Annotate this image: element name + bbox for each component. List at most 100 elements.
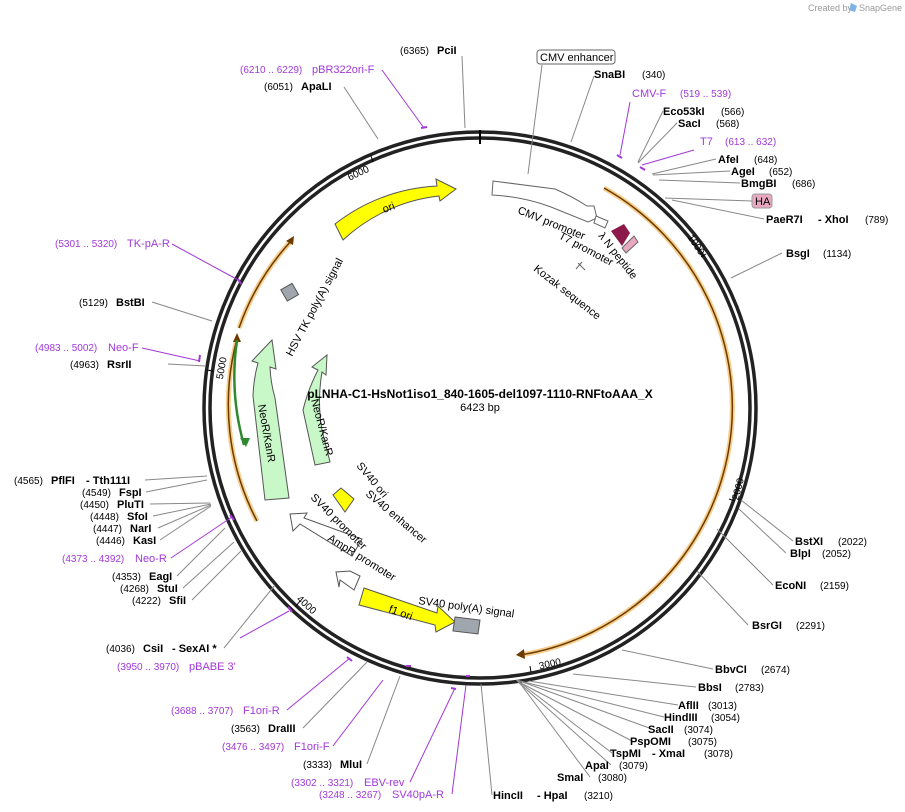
site-bsrgi: BsrGI	[752, 620, 782, 632]
site-apali: ApaLI	[301, 81, 332, 93]
primer-marks	[198, 126, 646, 690]
primer-pbr322: pBR322ori-F	[312, 64, 375, 76]
primer-cmvf: CMV-F	[632, 88, 667, 100]
site-sexai: - SexAI *	[172, 643, 217, 655]
pos-rsrii: (4963)	[70, 360, 99, 371]
range-neor: (4373 .. 4392)	[62, 554, 124, 565]
label-ori: ori	[381, 200, 397, 215]
pos-pcii: (6365)	[400, 46, 429, 57]
range-neof: (4983 .. 5002)	[35, 343, 97, 354]
feature-sv40-polya	[452, 616, 481, 635]
feature-lambda-n	[611, 224, 630, 246]
range-sv40pa: (3248 .. 3267)	[319, 790, 381, 801]
pos-mlui: (3333)	[303, 760, 332, 771]
pos-hindiii: (3054)	[711, 713, 740, 724]
primer-t7: T7	[700, 136, 713, 148]
site-sfii: SfiI	[169, 595, 186, 607]
plasmid-size: 6423 bp	[460, 402, 500, 414]
feature-neo-inner	[302, 353, 331, 466]
range-cmvf: (519 .. 539)	[680, 89, 731, 100]
pos-aflii: (3013)	[708, 701, 737, 712]
pos-csii: (4036)	[106, 644, 135, 655]
pos-pflfi: (4565)	[14, 476, 43, 487]
primer-neor: Neo-R	[135, 553, 167, 565]
ruler-3000: 3000	[538, 657, 562, 672]
feature-neo-outer	[251, 338, 290, 501]
snapgene-brand: SnapGene	[859, 3, 902, 13]
pos-sfii: (4222)	[132, 596, 161, 607]
primer-ebv: EBV-rev	[364, 777, 405, 789]
primer-tkpa: TK-pA-R	[127, 238, 170, 250]
site-mlui: MluI	[340, 759, 362, 771]
primer-f1f: F1ori-F	[294, 741, 330, 753]
site-pspomi: PspOMI	[630, 736, 671, 748]
leader-lines	[144, 55, 794, 796]
site-pluti: PluTI	[117, 499, 144, 511]
site-stui: StuI	[157, 583, 178, 595]
primer-f1r: F1ori-R	[243, 705, 280, 717]
site-bstbi: BstBI	[116, 297, 145, 309]
site-csii: CsiI	[143, 643, 163, 655]
site-bmgbi: BmgBI	[741, 178, 776, 190]
pos-eagi: (4353)	[112, 572, 141, 583]
pos-apali: (6051)	[264, 82, 293, 93]
site-bbsi: BbsI	[698, 682, 722, 694]
pos-smai: (3080)	[598, 773, 627, 784]
site-fspi: FspI	[119, 487, 142, 499]
pos-eco53ki: (566)	[721, 107, 744, 118]
site-xhoi: - XhoI	[818, 214, 849, 226]
pos-bstxi: (2022)	[838, 537, 867, 548]
pos-bsgi: (1134)	[823, 249, 851, 260]
cmv-enhancer-box	[536, 49, 616, 65]
pos-fspi: (4549)	[82, 488, 111, 499]
site-xmai: - XmaI	[652, 748, 685, 760]
pos-stui: (4268)	[120, 584, 149, 595]
feature-f1-ori	[358, 587, 456, 633]
snapgene-logo	[849, 3, 857, 12]
feature-sv40-ori	[332, 487, 355, 513]
pos-agei: (652)	[769, 167, 792, 178]
site-draiii: DraIII	[268, 723, 296, 735]
site-bsgi: BsgI	[786, 248, 810, 260]
range-f1r: (3688 .. 3707)	[171, 706, 233, 717]
site-paer7i: PaeR7I	[766, 214, 803, 226]
site-sfoi: SfoI	[127, 511, 148, 523]
site-blpi: BlpI	[790, 548, 811, 560]
range-pbr322: (6210 .. 6229)	[240, 65, 302, 76]
label-kozak: Kozak sequence	[531, 263, 602, 323]
kozak-mark	[577, 262, 586, 271]
site-tspmi: TspMI	[610, 748, 641, 760]
pos-blpi: (2052)	[822, 549, 851, 560]
pos-bmgbi: (686)	[792, 179, 815, 190]
label-ha: HA	[755, 196, 771, 208]
site-apai: ApaI	[585, 760, 609, 772]
pos-afei: (648)	[754, 155, 777, 166]
site-afei: AfeI	[718, 154, 739, 166]
range-t7: (613 .. 632)	[725, 137, 776, 148]
site-aflii: AflII	[678, 700, 699, 712]
feature-cmv-promoter	[491, 180, 598, 223]
feature-hsv-tk-polya	[280, 282, 300, 302]
pos-sacii: (3074)	[684, 725, 713, 736]
site-sacii: SacII	[648, 724, 674, 736]
pos-pluti: (4450)	[80, 500, 109, 511]
site-rsrii: RsrII	[107, 359, 131, 371]
range-tkpa: (5301 .. 5320)	[55, 239, 117, 250]
site-eco53ki: Eco53kI	[663, 106, 705, 118]
feature-sv40-promoter	[289, 512, 363, 557]
site-pflfi: PflFI	[51, 475, 75, 487]
site-pcii: PciI	[437, 45, 457, 57]
primer-pbabe: pBABE 3'	[189, 661, 236, 673]
site-smai: SmaI	[557, 772, 583, 784]
site-hpai: - HpaI	[537, 790, 568, 802]
feature-ampr-promoter	[335, 570, 361, 591]
plasmid-name: pLNHA-C1-HsNot1iso1_840-1605-del1097-111…	[307, 387, 652, 401]
site-snabi: SnaBI	[594, 69, 625, 81]
site-nari: NarI	[130, 523, 151, 535]
site-tth111i: - Tth111I	[86, 475, 130, 487]
pos-econi: (2159)	[820, 581, 849, 592]
primer-neof: Neo-F	[108, 342, 139, 354]
pos-pspomi: (3075)	[688, 737, 717, 748]
range-pbabe: (3950 .. 3970)	[117, 662, 179, 673]
label-hsv-tk: HSV TK poly(A) signal	[284, 256, 346, 358]
